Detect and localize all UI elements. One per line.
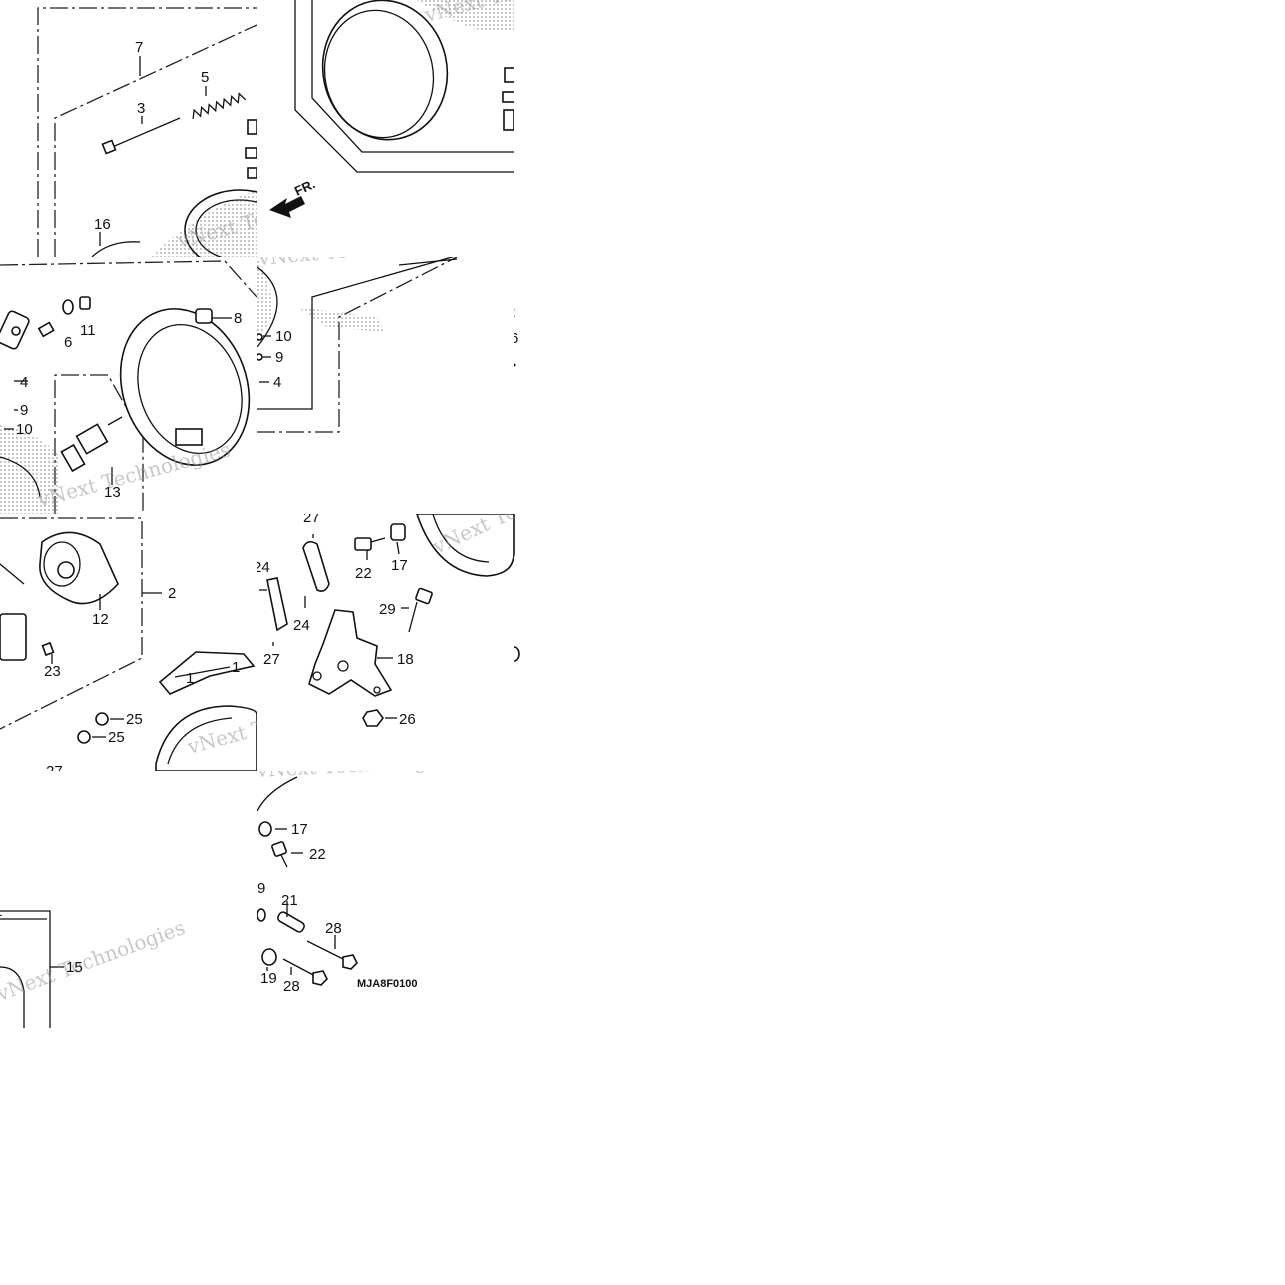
part-label: 6	[514, 330, 518, 347]
headlight-bulb-icon	[60, 416, 123, 473]
part-label: 29	[379, 601, 396, 618]
part-label: 19	[260, 970, 277, 987]
part-label: 10	[275, 328, 292, 345]
headlight-lens-icon	[150, 189, 257, 257]
part-label: 3	[137, 100, 145, 117]
watermark-text: vNext Technologies	[257, 771, 456, 782]
screw-icon	[257, 821, 288, 922]
rubber-bushing-icon	[514, 646, 520, 662]
part-label: 9	[275, 349, 283, 366]
part-label: 25	[126, 711, 143, 728]
part-label: 2	[514, 304, 515, 321]
diagram-tile-bottom-center: vNext Technologies 17 22 9 21 28 19 28 M…	[257, 771, 514, 1028]
part-label: 17	[291, 821, 308, 838]
part-label: 27	[263, 651, 280, 668]
diagram-tile-top-middle: FR. vNext Technologies	[257, 0, 514, 257]
part-label: 26	[399, 711, 416, 728]
part-label: 11	[80, 322, 96, 339]
direction-marker: FR.	[292, 176, 317, 198]
headlight-rim-ring-icon	[321, 0, 449, 141]
screw-icon	[245, 119, 257, 179]
bolt-icon	[354, 523, 433, 633]
part-label: 24	[293, 617, 310, 634]
diagram-tile-top-left: vNext Technologies 7 5 3 16	[0, 0, 257, 257]
part-label: 27	[46, 763, 63, 771]
bolt-icon	[282, 940, 358, 986]
bracket-icon	[0, 310, 30, 350]
part-label: 7	[135, 39, 143, 56]
collar-icon	[261, 911, 305, 966]
headlight-stay-bracket-icon	[308, 609, 393, 697]
part-label: 21	[281, 892, 298, 909]
screw-icon	[502, 67, 514, 131]
diagram-tile-right-middle: 2 6	[514, 257, 771, 514]
part-label: 1	[0, 903, 2, 920]
bolt-icon	[101, 117, 181, 155]
part-label: 28	[283, 978, 300, 995]
drawing-code: MJA8F0100	[357, 978, 418, 990]
diagram-tile-bottom-left: vNext Technologies 1 15	[0, 771, 257, 1028]
part-label: 28	[325, 920, 342, 937]
part-label: 24	[257, 559, 270, 576]
part-label: 12	[92, 611, 109, 628]
part-label: 22	[355, 565, 372, 582]
part-label: 16	[94, 216, 111, 233]
part-label: 5	[201, 69, 209, 86]
rim-icon	[155, 705, 257, 771]
part-label: 27	[303, 514, 320, 526]
part-label: 15	[66, 959, 83, 976]
connector-icon	[0, 613, 27, 661]
part-label: 9	[20, 402, 28, 419]
rim-icon	[416, 514, 514, 577]
part-label: 4	[273, 374, 281, 391]
part-label: 17	[391, 557, 408, 574]
part-label: 10	[16, 421, 33, 438]
clamp-icon	[266, 540, 330, 632]
nut-icon	[362, 709, 384, 727]
screw-icon	[37, 296, 91, 338]
diagram-tile-lower-right	[514, 514, 771, 771]
watermark-text: vNext Technologies	[34, 437, 233, 512]
diagram-tile-lower-left: vNext Technologies 12 2 23 25 25 27 1 1	[0, 514, 257, 771]
watermark-text: vNext Technologies	[0, 915, 188, 1006]
front-direction-arrow-icon	[269, 196, 305, 218]
part-label: 9	[257, 880, 265, 897]
part-label: 8	[234, 310, 242, 327]
headlight-housing-icon	[39, 531, 119, 605]
part-label: 2	[168, 585, 176, 602]
part-label: 4	[20, 374, 28, 391]
part-label: 13	[104, 484, 121, 501]
part-label: 22	[309, 846, 326, 863]
diagram-tile-lower-center: vNext Technologies 27 22 17 29 24 24 27 …	[257, 514, 514, 771]
diagram-tile-center: vNext Technologies 10 9 4	[257, 257, 514, 514]
part-label: 25	[108, 729, 125, 746]
part-label: 18	[397, 651, 414, 668]
gasket-icon	[158, 651, 256, 695]
screw-icon	[41, 641, 109, 744]
part-label: 23	[44, 663, 61, 680]
part-label: 1	[232, 659, 240, 676]
spring-icon	[192, 92, 247, 120]
screw-icon	[257, 333, 263, 361]
diagram-tile-left-middle: vNext Technologies 11 6 4 9 10 13 8	[0, 257, 257, 514]
headlight-mount-ring-icon	[119, 308, 251, 466]
part-label: 1	[186, 670, 194, 687]
part-label: 6	[64, 334, 72, 351]
